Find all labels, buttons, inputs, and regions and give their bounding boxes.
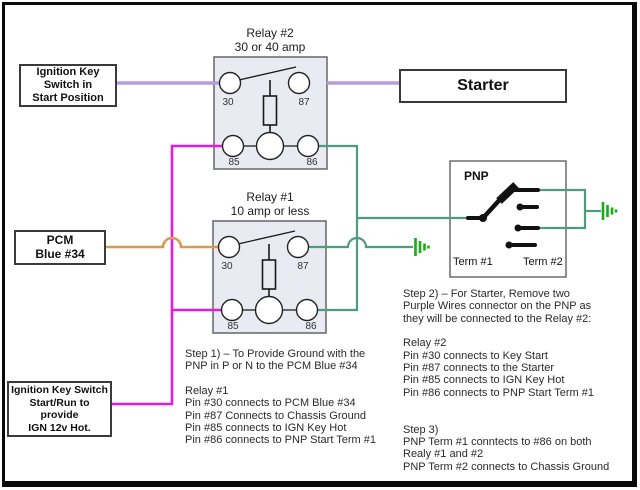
relay2-internals: 30 87 85 86 xyxy=(218,66,320,168)
pcm-box: PCM Blue #34 xyxy=(14,230,106,265)
wire-relay2-86-to-relay1-86 xyxy=(318,144,359,312)
relay2-switch-arm xyxy=(238,66,297,81)
relay1-caption: Relay #1 10 amp or less xyxy=(230,190,310,218)
relay1-switch-arm xyxy=(237,230,296,245)
relay2-pin86-terminal xyxy=(296,134,320,158)
relay1-pin85-label: 85 xyxy=(227,321,239,332)
wire-ignhot-to-relay2-85 xyxy=(107,144,223,406)
pnp-wiper-head xyxy=(496,182,519,204)
relay2-pin85-label: 85 xyxy=(228,157,240,168)
ignition-start-box: Ignition Key Switch in Start Position xyxy=(19,64,117,107)
relay1-pin85-terminal xyxy=(220,298,244,322)
wire-relay1-87-to-ground xyxy=(309,236,413,249)
relay2-pin86-label: 86 xyxy=(306,157,318,168)
relay1-pin86-terminal xyxy=(295,298,319,322)
relay1-pin87-terminal xyxy=(286,235,310,259)
relay1-pin86-label: 86 xyxy=(305,321,317,332)
pnp-term1-label: Term #1 xyxy=(453,256,493,268)
relay1-common-terminal xyxy=(254,295,284,325)
relay2-pin30-label: 30 xyxy=(222,97,234,108)
relay1-pin30-label: 30 xyxy=(221,261,233,272)
pnp-term2-label: Term #2 xyxy=(523,256,563,268)
relay2-common-terminal xyxy=(255,131,285,161)
relay2-pin30-terminal xyxy=(218,71,242,95)
chassis-ground-icon xyxy=(414,238,430,256)
note-step2-step3: Step 2) – For Starter, Remove two Purple… xyxy=(403,288,610,473)
relay2-caption: Relay #2 30 or 40 amp xyxy=(234,26,306,54)
relay1-pin30-terminal xyxy=(217,235,241,259)
relay1-pin87-label: 87 xyxy=(297,261,309,272)
starter-box: Starter xyxy=(399,69,567,103)
relay2-pin87-label: 87 xyxy=(298,97,310,108)
pnp-switch xyxy=(466,182,540,249)
relay1-internals: 30 87 85 86 xyxy=(217,230,319,332)
ignition-run-box: Ignition Key Switch Start/Run to provide… xyxy=(7,381,112,437)
relay2-pin85-terminal xyxy=(221,134,245,158)
pnp-title: PNP xyxy=(464,169,489,183)
wire-pnp-term2-loop xyxy=(538,188,587,230)
pnp-body xyxy=(449,160,567,278)
relay2-pin87-terminal xyxy=(287,71,311,95)
note-step1: Step 1) – To Provide Ground with the PNP… xyxy=(185,348,376,447)
chassis-ground-icon xyxy=(601,202,618,220)
wire-pcm-to-relay1-30 xyxy=(101,236,221,249)
